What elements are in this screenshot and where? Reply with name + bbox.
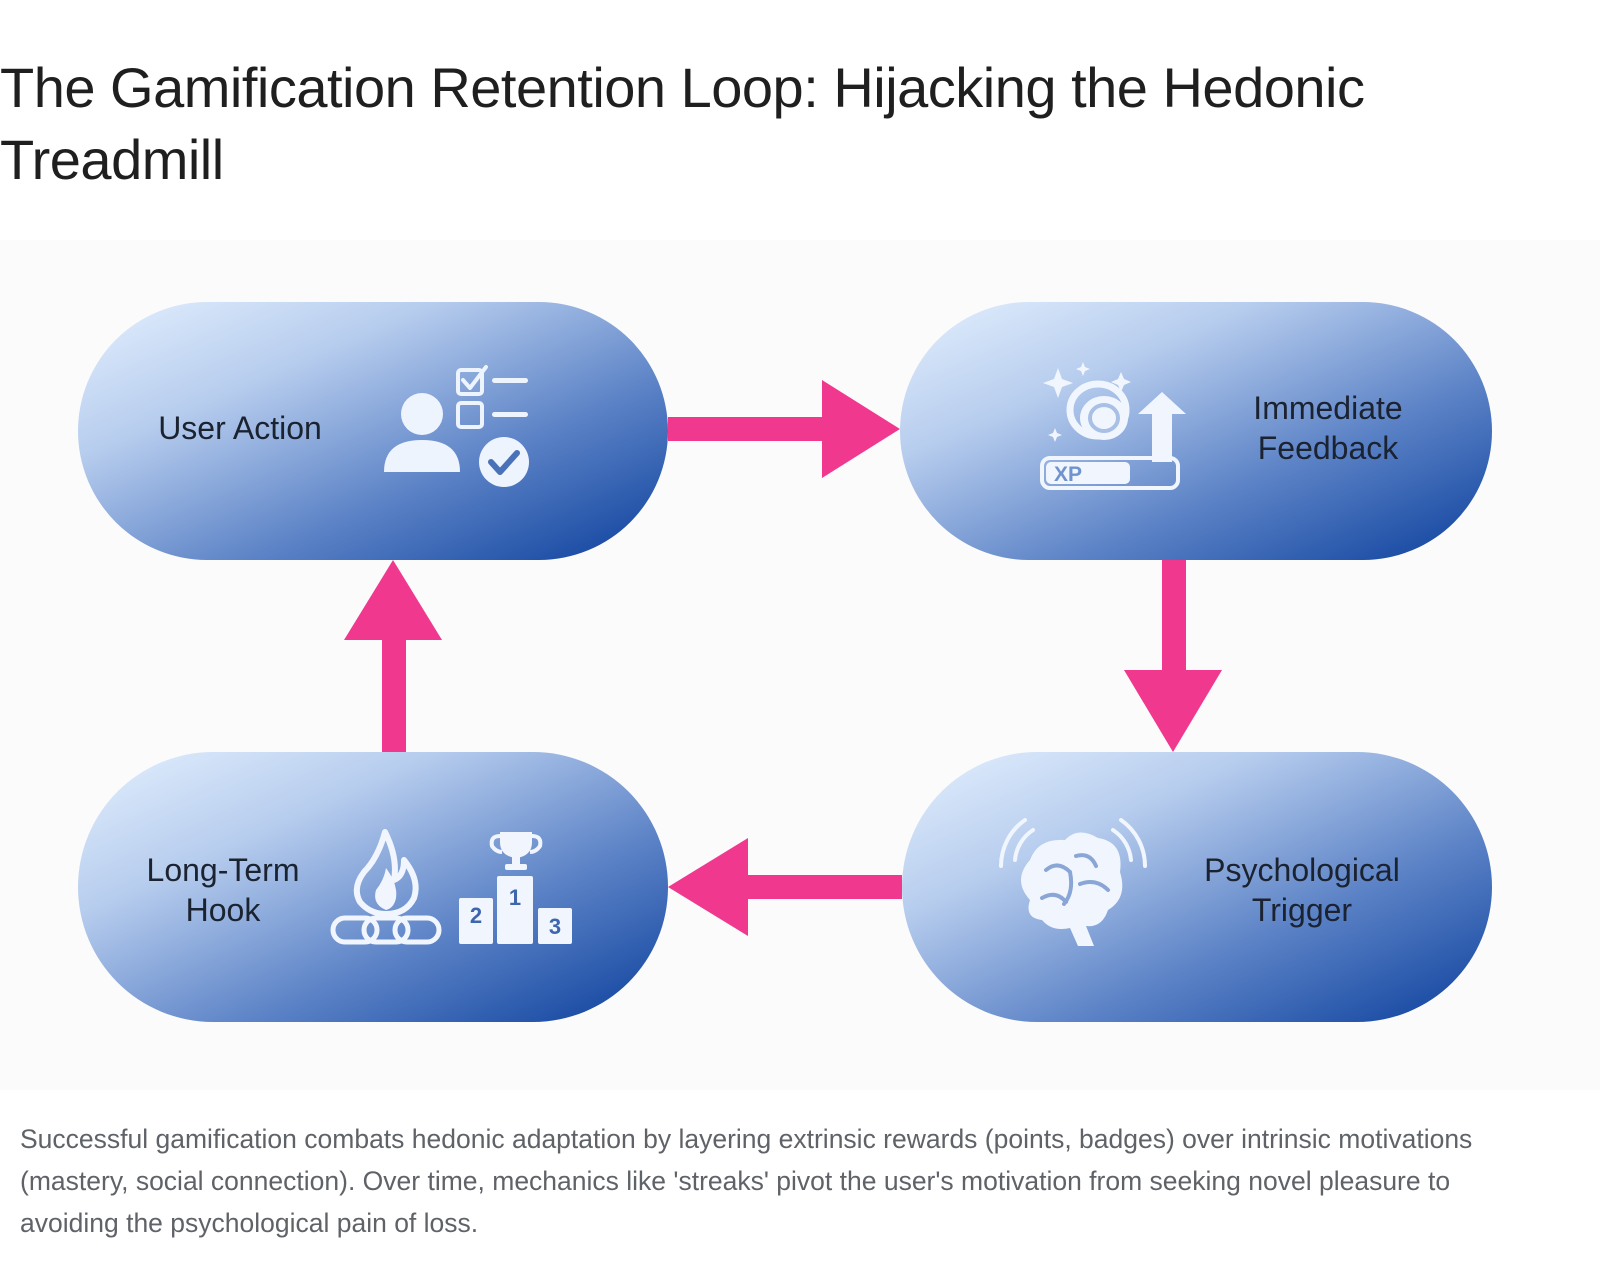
node-long-term-hook (78, 752, 668, 1022)
xp-label: XP (1054, 463, 1082, 486)
long-term-hook-label: Long-Term Hook (146, 852, 300, 928)
psychological-trigger-label: Psychological Trigger (1204, 852, 1400, 928)
page-title: The Gamification Retention Loop: Hijacki… (0, 56, 1365, 191)
brain-icon (998, 818, 1148, 946)
node-user-action (78, 302, 668, 560)
podium-third: 3 (549, 914, 561, 939)
arrow-action-to-feedback (668, 380, 900, 478)
retention-loop-diagram: XP 1 2 3 User (0, 240, 1600, 1090)
node-psychological-trigger (902, 752, 1492, 1022)
user-checklist-icon (384, 365, 529, 487)
immediate-feedback-label: Immediate Feedback (1253, 390, 1403, 466)
xp-coin-icon: XP (1040, 362, 1186, 490)
diagram-canvas: XP 1 2 3 (78, 302, 1492, 1022)
arrow-hook-to-action (344, 560, 442, 752)
podium-second: 2 (470, 903, 482, 928)
diagram-caption: Successful gamification combats hedonic … (20, 1124, 1473, 1238)
arrow-trigger-to-hook (668, 838, 902, 936)
arrow-feedback-to-trigger (1124, 560, 1222, 752)
user-action-label: User Action (158, 410, 322, 446)
node-immediate-feedback (900, 302, 1492, 560)
podium-first: 1 (509, 885, 521, 910)
streak-podium-icon: 1 2 3 (330, 829, 572, 945)
